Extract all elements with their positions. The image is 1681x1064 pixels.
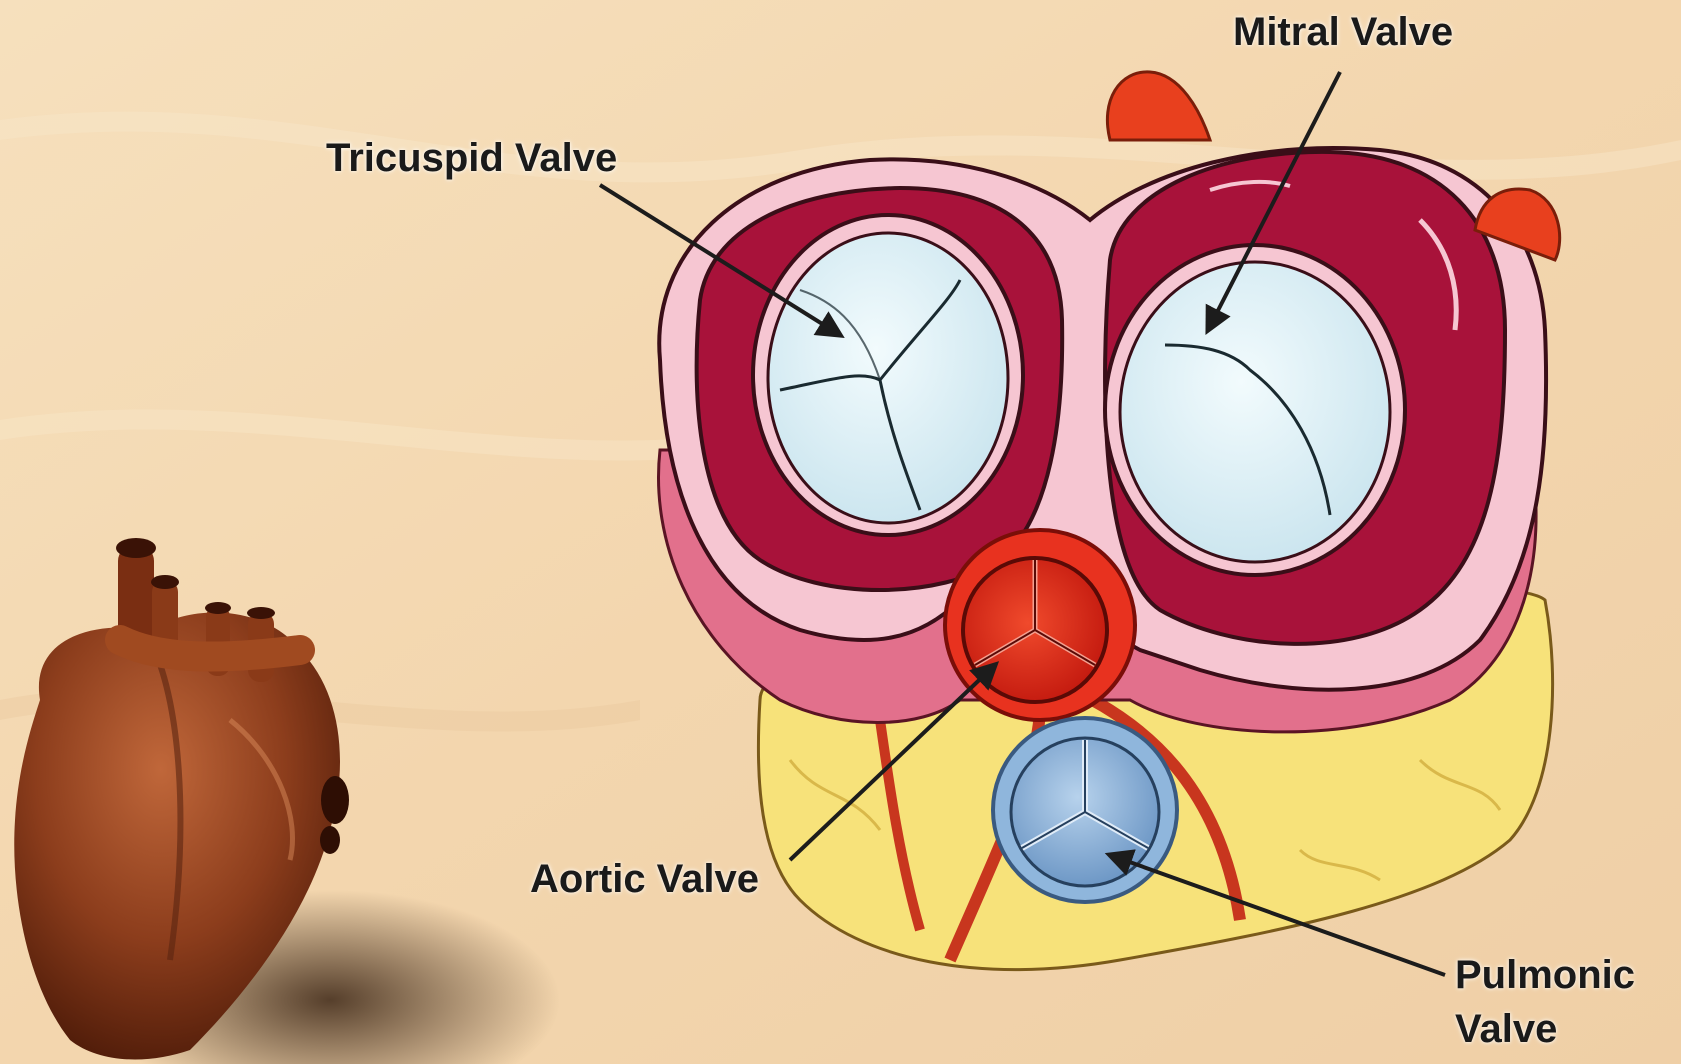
tricuspid-valve bbox=[753, 215, 1023, 535]
label-tricuspid-valve: Tricuspid Valve bbox=[326, 134, 617, 182]
valve-cross-section bbox=[659, 72, 1560, 970]
label-aortic-valve: Aortic Valve bbox=[530, 855, 759, 903]
label-pulmonic-valve: Pulmonic Valve bbox=[1455, 948, 1635, 1056]
label-pulmonic-line-2: Valve bbox=[1455, 1002, 1635, 1056]
label-pulmonic-line-1: Pulmonic bbox=[1455, 948, 1635, 1002]
pulmonic-valve bbox=[993, 718, 1177, 902]
mitral-valve bbox=[1105, 245, 1405, 575]
aortic-valve bbox=[945, 530, 1135, 720]
label-mitral-valve: Mitral Valve bbox=[1233, 8, 1453, 56]
